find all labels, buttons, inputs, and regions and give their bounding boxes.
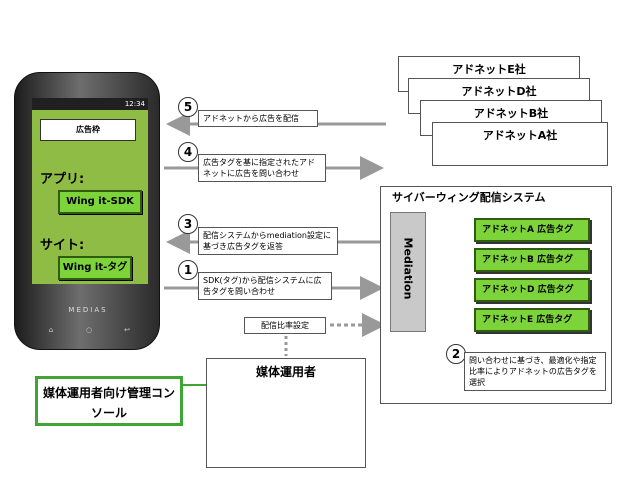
site-label: サイト: (40, 238, 85, 253)
step-2-badge: 2 (446, 344, 466, 364)
step-2-text: 問い合わせに基づき、最適化や指定比率によりアドネットの広告タグを選択 (464, 352, 606, 391)
adnet-card-d: アドネットD社 (408, 78, 590, 114)
step-3-text: 配信システムからmediation設定に基づき広告タグを返答 (198, 227, 338, 255)
step-3-badge: 3 (178, 214, 198, 234)
site-tag-button: Wing it-タグ (58, 256, 132, 280)
status-time: 12:34 (124, 100, 145, 108)
step-5-text: アドネットから広告を配信 (198, 110, 318, 127)
adnet-card-a: アドネットA社 (432, 122, 608, 166)
operator-title: 媒体運用者 (255, 365, 316, 379)
app-sdk-button: Wing it-SDK (58, 190, 142, 214)
step-1-badge: 1 (178, 260, 198, 280)
system-title: サイバーウィング配信システム (392, 191, 546, 204)
step-4-text: 広告タグを基に指定されたアドネットに広告を問い合わせ (198, 154, 326, 182)
phone-brand: MEDIAS (68, 306, 108, 314)
tag-adnet-e: アドネットE 広告タグ (474, 308, 590, 332)
ad-frame: 広告枠 (40, 119, 136, 141)
mediation-label: Mediation (401, 237, 415, 300)
step-5-badge: 5 (178, 97, 198, 117)
phone-status-bar: 12:34 (32, 98, 148, 110)
tag-adnet-a: アドネットA 広告タグ (474, 218, 590, 242)
step-1-text: SDK(タグ)から配信システムに広告タグを問い合わせ (198, 272, 332, 300)
tag-adnet-b: アドネットB 広告タグ (474, 248, 590, 272)
ratio-setting-label: 配信比率設定 (244, 317, 326, 334)
phone-key-home: ○ (85, 326, 93, 334)
step-4-badge: 4 (178, 142, 198, 162)
operator-box (206, 358, 366, 468)
admin-console-label: 媒体運用者向け管理コンソール (35, 376, 183, 426)
phone-key-back: ↩ (124, 326, 130, 334)
tag-adnet-d: アドネットD 広告タグ (474, 278, 590, 302)
phone-key-menu: ⌂ (48, 326, 54, 334)
app-label: アプリ: (40, 172, 85, 187)
mediation-block (390, 212, 426, 332)
